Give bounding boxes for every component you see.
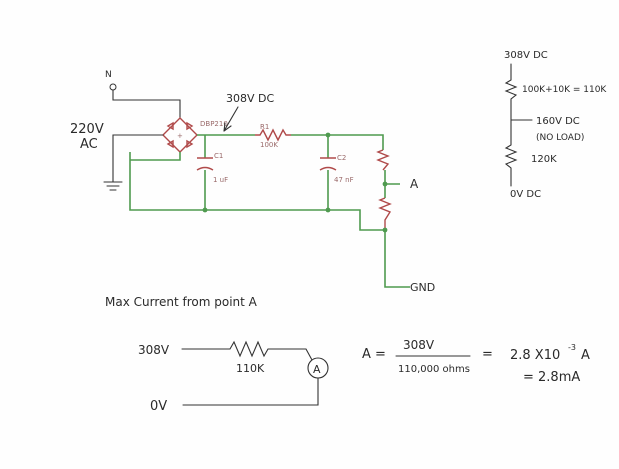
calc-heading: Max Current from point A bbox=[105, 295, 258, 309]
divider-top-resistor: 100K+10K = 110K bbox=[522, 85, 607, 95]
c1-name: C1 bbox=[214, 152, 223, 160]
calc-left-top: 308V bbox=[138, 343, 170, 357]
result-ma: = 2.8mA bbox=[523, 370, 580, 385]
c1-value: 1 uF bbox=[213, 176, 228, 184]
n-terminal bbox=[109, 83, 117, 91]
ammeter-label: A bbox=[313, 363, 321, 376]
n-wire bbox=[112, 89, 181, 119]
ground-icon bbox=[103, 181, 123, 191]
calc-resistor bbox=[181, 340, 313, 361]
c2-capacitor bbox=[319, 157, 337, 171]
c1-capacitor bbox=[196, 157, 214, 171]
divider-bottom-voltage: 0V DC bbox=[510, 189, 541, 200]
r1-value: 100K bbox=[260, 141, 278, 149]
eq-lhs: A = bbox=[362, 347, 386, 362]
node-dot bbox=[202, 207, 208, 213]
result-unit: A bbox=[581, 348, 590, 363]
eq-denominator: 110,000 ohms bbox=[398, 364, 470, 375]
node-dot bbox=[382, 181, 388, 187]
c2-value: 47 nF bbox=[334, 176, 354, 184]
node-n-label: N bbox=[105, 70, 112, 80]
divider-sketch bbox=[504, 63, 533, 187]
return-wire bbox=[129, 152, 410, 288]
divider-resistor-top bbox=[376, 149, 390, 171]
calc-return-wire bbox=[182, 377, 319, 406]
calc-left-bottom: 0V bbox=[150, 399, 167, 414]
bridge-label: DBP210 bbox=[200, 120, 228, 128]
rail-voltage-label: 308V DC bbox=[226, 92, 274, 105]
bridge-neg-wire bbox=[130, 152, 181, 161]
c2-name: C2 bbox=[337, 154, 346, 162]
r1-name: R1 bbox=[260, 123, 269, 131]
svg-text:+: + bbox=[177, 132, 183, 140]
node-dot bbox=[382, 227, 388, 233]
gnd-label: GND bbox=[410, 281, 435, 294]
eq-numerator: 308V bbox=[403, 338, 435, 352]
node-dot bbox=[325, 132, 331, 138]
node-dot bbox=[325, 207, 331, 213]
ac-voltage-label: 220V bbox=[70, 122, 104, 137]
ground-wire bbox=[112, 134, 164, 183]
rail-wire-right bbox=[291, 134, 384, 150]
arrow-icon bbox=[223, 106, 239, 132]
result-exponent: -3 bbox=[568, 343, 576, 352]
divider-top-voltage: 308V DC bbox=[504, 50, 548, 61]
divider-mid-note: (NO LOAD) bbox=[536, 133, 584, 143]
divider-bottom-resistor: 120K bbox=[531, 154, 557, 165]
divider-resistor-bottom bbox=[378, 197, 392, 230]
ac-type-label: AC bbox=[80, 137, 98, 152]
result-base: 2.8 X10 bbox=[510, 348, 560, 363]
point-a-label: A bbox=[410, 177, 419, 191]
eq-equals: = bbox=[482, 347, 493, 362]
bridge-rectifier: + bbox=[162, 117, 198, 153]
r1-resistor bbox=[255, 128, 291, 142]
divider-mid-voltage: 160V DC bbox=[536, 116, 580, 127]
calc-resistor-label: 110K bbox=[236, 362, 265, 375]
